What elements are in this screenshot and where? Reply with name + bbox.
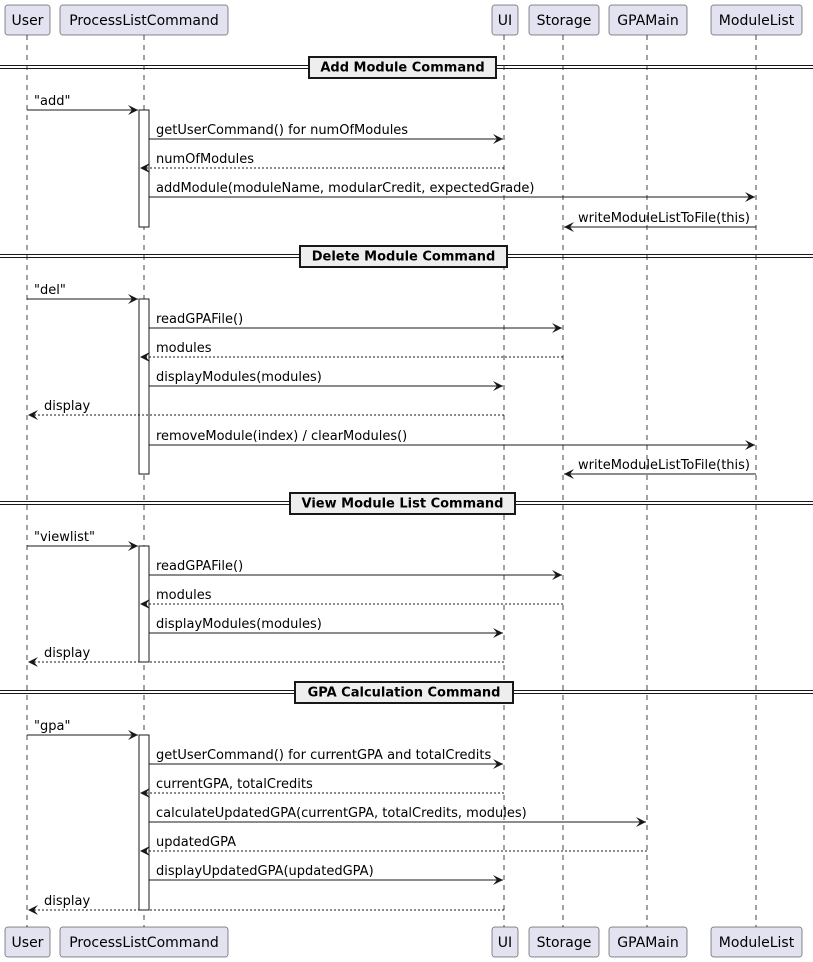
message-arrow: numOfModules xyxy=(140,152,504,173)
participant-ui-bottom: UI xyxy=(491,926,519,958)
message-arrow: displayModules(modules) xyxy=(149,370,503,391)
message-arrow: calculateUpdatedGPA(currentGPA, totalCre… xyxy=(149,806,646,827)
message-label: displayModules(modules) xyxy=(156,370,322,385)
participant-modulelist-bottom: ModuleList xyxy=(710,926,803,958)
participant-gpamain-top: GPAMain xyxy=(608,4,688,36)
message-arrow: "del" xyxy=(27,283,138,304)
message-label: display xyxy=(44,399,90,414)
message-arrow: "viewlist" xyxy=(27,530,138,551)
participant-user-top: User xyxy=(4,4,51,36)
message-label: "viewlist" xyxy=(34,530,95,545)
participant-gpamain-bottom: GPAMain xyxy=(608,926,688,958)
message-label: numOfModules xyxy=(156,152,254,167)
message-arrow: modules xyxy=(140,341,563,362)
message-label: modules xyxy=(156,588,212,603)
message-label: displayModules(modules) xyxy=(156,617,322,632)
section-label-box xyxy=(299,245,508,268)
participant-storage-bottom: Storage xyxy=(528,926,600,958)
activation-bar xyxy=(138,734,150,911)
message-arrow: modules xyxy=(140,588,563,609)
message-arrow: display xyxy=(28,399,504,420)
message-label: display xyxy=(44,646,90,661)
participant-storage-top: Storage xyxy=(528,4,600,36)
message-label: writeModuleListToFile(this) xyxy=(578,458,750,473)
message-arrow: "add" xyxy=(27,94,138,115)
message-label: addModule(moduleName, modularCredit, exp… xyxy=(156,181,534,196)
message-label: modules xyxy=(156,341,212,356)
message-label: readGPAFile() xyxy=(156,559,243,574)
message-arrow: displayUpdatedGPA(updatedGPA) xyxy=(149,864,503,885)
participant-label: UI xyxy=(498,935,512,951)
participant-label: Storage xyxy=(537,935,592,951)
message-label: "del" xyxy=(34,283,66,298)
section-label-box xyxy=(289,492,516,515)
participant-modulelist-top: ModuleList xyxy=(710,4,803,36)
message-arrow: getUserCommand() for numOfModules xyxy=(149,123,503,144)
participant-label: User xyxy=(12,935,44,951)
activation-bar xyxy=(138,298,150,475)
participant-label: ProcessListCommand xyxy=(69,935,219,951)
participant-user-bottom: User xyxy=(4,926,51,958)
section-label-box xyxy=(308,56,497,79)
message-arrow: displayModules(modules) xyxy=(149,617,503,638)
section-divider: Delete Module Command xyxy=(0,245,813,268)
message-arrow: getUserCommand() for currentGPA and tota… xyxy=(149,748,503,769)
message-arrow: updatedGPA xyxy=(140,835,647,856)
participant-label: ModuleList xyxy=(719,13,795,29)
participant-label: GPAMain xyxy=(617,935,678,951)
message-arrow: removeModule(index) / clearModules() xyxy=(149,429,755,450)
section-title: View Module List Command xyxy=(302,497,504,512)
participant-label: GPAMain xyxy=(617,13,678,29)
participant-label: ProcessListCommand xyxy=(69,13,219,29)
message-label: "gpa" xyxy=(34,719,70,734)
message-arrow: "gpa" xyxy=(27,719,138,740)
message-arrow: writeModuleListToFile(this) xyxy=(564,458,756,479)
participant-ui-top: UI xyxy=(491,4,519,36)
participant-plc-top: ProcessListCommand xyxy=(59,4,229,36)
message-arrow: currentGPA, totalCredits xyxy=(140,777,504,798)
participant-label: UI xyxy=(498,13,512,29)
message-label: displayUpdatedGPA(updatedGPA) xyxy=(156,864,374,879)
participant-label: User xyxy=(12,13,44,29)
message-label: display xyxy=(44,894,90,909)
message-label: "add" xyxy=(34,94,70,109)
activation-bar xyxy=(138,545,150,663)
message-label: getUserCommand() for currentGPA and tota… xyxy=(156,748,491,763)
section-title: Delete Module Command xyxy=(312,250,496,265)
section-divider: Add Module Command xyxy=(0,56,813,79)
message-arrow: writeModuleListToFile(this) xyxy=(564,211,756,232)
message-label: getUserCommand() for numOfModules xyxy=(156,123,408,138)
message-label: currentGPA, totalCredits xyxy=(156,777,313,792)
participant-label: ModuleList xyxy=(719,935,795,951)
message-arrow: addModule(moduleName, modularCredit, exp… xyxy=(149,181,755,202)
message-arrow: display xyxy=(28,646,504,667)
message-arrow: display xyxy=(28,894,504,915)
message-label: updatedGPA xyxy=(156,835,236,850)
section-title: Add Module Command xyxy=(320,61,484,76)
message-arrow: readGPAFile() xyxy=(149,312,562,333)
section-title: GPA Calculation Command xyxy=(308,686,501,701)
message-label: readGPAFile() xyxy=(156,312,243,327)
section-label-box xyxy=(294,681,514,704)
section-divider: View Module List Command xyxy=(0,492,813,515)
participant-label: Storage xyxy=(537,13,592,29)
message-arrow: readGPAFile() xyxy=(149,559,562,580)
message-label: removeModule(index) / clearModules() xyxy=(156,429,407,444)
message-label: writeModuleListToFile(this) xyxy=(578,211,750,226)
participant-plc-bottom: ProcessListCommand xyxy=(59,926,229,958)
section-divider: GPA Calculation Command xyxy=(0,681,813,704)
message-label: calculateUpdatedGPA(currentGPA, totalCre… xyxy=(156,806,527,821)
